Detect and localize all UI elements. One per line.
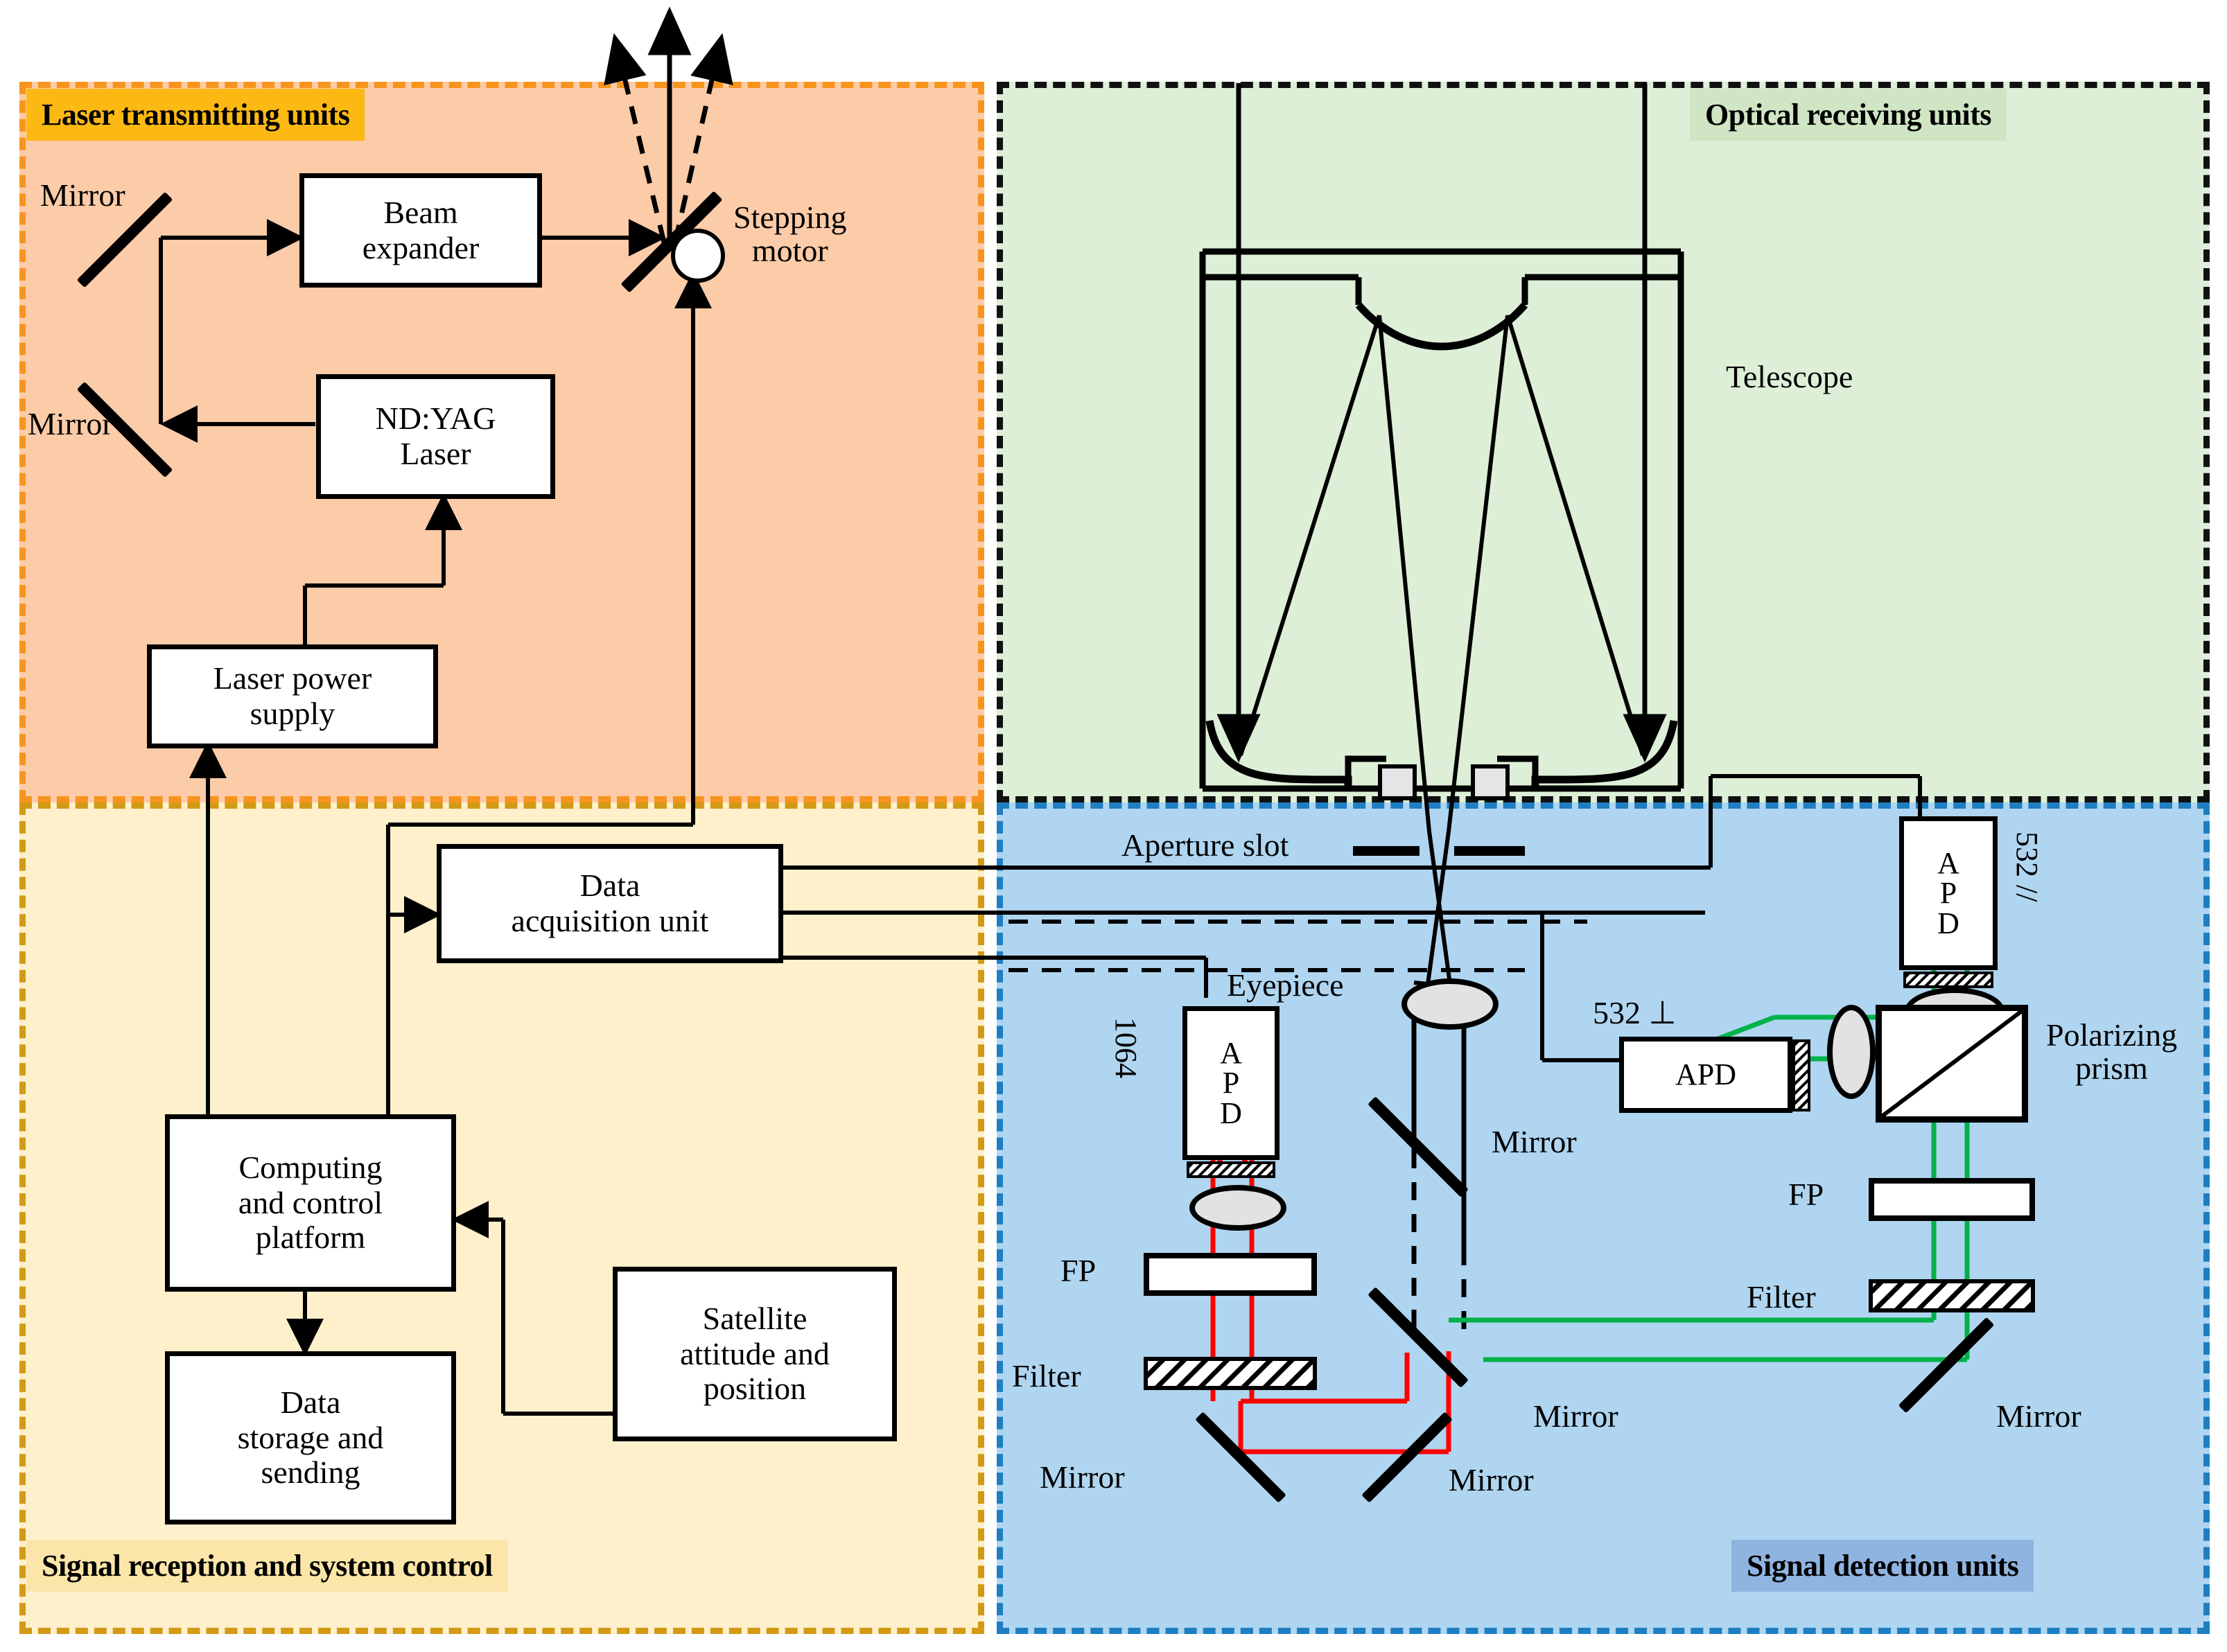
label-mirror-top: Mirror — [40, 177, 125, 213]
label-telescope: Telescope — [1726, 359, 1853, 394]
label-channel-532-perpendicular: 532 ⊥ — [1593, 995, 1677, 1030]
stepping-motor-hub — [671, 229, 725, 283]
box-data-storage-sending-label: Data storage and sending — [237, 1385, 384, 1491]
apd-1064-letter-p: P — [1222, 1066, 1240, 1100]
fp-etalon-1064 — [1144, 1253, 1317, 1296]
box-data-storage-sending[interactable]: Data storage and sending — [165, 1351, 456, 1524]
label-mirror-mid-bottom: Mirror — [1449, 1462, 1534, 1497]
label-mirror-left-bottom: Mirror — [1040, 1459, 1125, 1495]
label-eyepiece: Eyepiece — [1227, 967, 1344, 1003]
label-stepping-motor: Stepping motor — [733, 200, 847, 269]
filter-1064 — [1144, 1357, 1317, 1390]
label-fp-right: FP — [1788, 1177, 1824, 1212]
label-fp-left: FP — [1060, 1253, 1097, 1288]
box-beam-expander-label: Beam expander — [362, 194, 480, 265]
label-mirror-green-right: Mirror — [1996, 1398, 2081, 1434]
apd-1064[interactable]: A P D — [1182, 1006, 1280, 1160]
panel-title-optical-receiving: Optical receiving units — [1690, 89, 2007, 141]
apd-532par-letter-p: P — [1939, 876, 1957, 911]
label-polarizing-prism: Polarizing prism — [2046, 1017, 2178, 1087]
label-mirror-green-mid: Mirror — [1533, 1398, 1618, 1434]
label-channel-1064: 1064 — [1109, 1017, 1143, 1078]
panel-title-signal-detection: Signal detection units — [1731, 1540, 2034, 1592]
panel-optical-receiving — [997, 82, 2210, 802]
label-filter-right: Filter — [1747, 1279, 1816, 1315]
apd-532-perpendicular[interactable]: APD — [1619, 1037, 1792, 1113]
apd-532par-sensor-face — [1903, 972, 1993, 988]
fp-etalon-532 — [1869, 1178, 2035, 1221]
apd-1064-letter-a: A — [1220, 1036, 1242, 1071]
panel-title-signal-reception: Signal reception and system control — [26, 1540, 508, 1592]
apd-532-parallel[interactable]: A P D — [1899, 816, 1998, 970]
lens-532-perpendicular — [1827, 1005, 1876, 1099]
label-aperture-slot: Aperture slot — [1121, 827, 1289, 863]
box-ndyag-laser-label: ND:YAG Laser — [375, 401, 496, 471]
primary-mirror-pad-left — [1378, 764, 1417, 800]
label-channel-532-parallel: 532 // — [2010, 832, 2044, 902]
polarizing-prism — [1876, 1005, 2028, 1123]
box-data-acquisition-unit-label: Data acquisition unit — [511, 868, 709, 938]
box-ndyag-laser[interactable]: ND:YAG Laser — [316, 374, 555, 499]
label-mirror-bottom: Mirror — [28, 406, 113, 441]
eyepiece-lens — [1401, 978, 1499, 1030]
box-laser-power-supply-label: Laser power supply — [213, 660, 372, 731]
box-satellite-attitude-position[interactable]: Satellite attitude and position — [613, 1267, 897, 1441]
box-computing-control-platform[interactable]: Computing and control platform — [165, 1114, 456, 1292]
apd-532par-letter-a: A — [1937, 846, 1959, 881]
label-mirror-center: Mirror — [1492, 1124, 1577, 1159]
apd-1064-sensor-face — [1187, 1161, 1275, 1178]
box-satellite-attitude-position-label: Satellite attitude and position — [680, 1301, 830, 1407]
apd-1064-letter-d: D — [1220, 1096, 1242, 1130]
box-laser-power-supply[interactable]: Laser power supply — [147, 644, 438, 748]
box-beam-expander[interactable]: Beam expander — [299, 173, 542, 288]
apd-532perp-sensor-face — [1792, 1039, 1810, 1111]
box-computing-control-platform-label: Computing and control platform — [238, 1150, 383, 1256]
primary-mirror-pad-right — [1471, 764, 1510, 800]
label-filter-left: Filter — [1012, 1358, 1081, 1394]
lens-1064 — [1189, 1185, 1286, 1231]
filter-532 — [1869, 1279, 2035, 1312]
panel-title-laser-transmitting: Laser transmitting units — [26, 89, 365, 141]
apd-532perp-label: APD — [1675, 1057, 1737, 1091]
box-data-acquisition-unit[interactable]: Data acquisition unit — [437, 844, 783, 963]
apd-532par-letter-d: D — [1937, 906, 1959, 940]
